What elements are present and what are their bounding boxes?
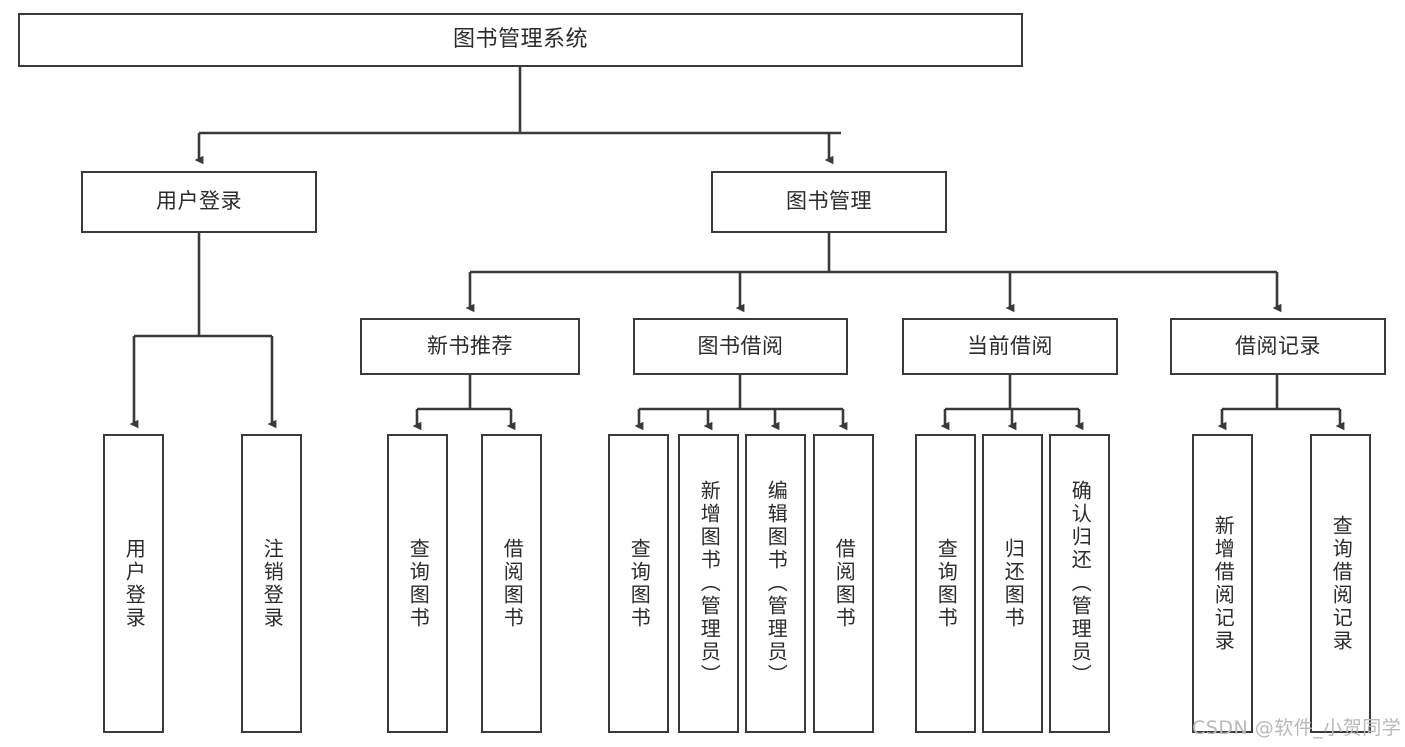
leaf-current-borrow-confirm-return[interactable]: 确认归还（管理员） (1049, 434, 1110, 733)
node-label: 用户登录 (122, 537, 147, 630)
leaf-user-login-login[interactable]: 用户登录 (103, 434, 164, 733)
node-book-borrow[interactable]: 图书借阅 (633, 318, 848, 375)
node-new-book-recommend[interactable]: 新书推荐 (360, 318, 580, 375)
node-label: 图书借阅 (697, 333, 784, 358)
leaf-new-book-borrow-book[interactable]: 借阅图书 (481, 434, 542, 733)
leaf-user-login-logout[interactable]: 注销登录 (241, 434, 302, 733)
node-label: 查询图书 (627, 537, 652, 630)
watermark-csdn: CSDN @软件_小贺同学 (1192, 717, 1402, 739)
node-label: 用户登录 (156, 189, 242, 214)
leaf-book-borrow-borrow-book[interactable]: 借阅图书 (813, 434, 874, 733)
node-label: 借阅图书 (500, 537, 525, 630)
leaf-book-borrow-add-book[interactable]: 新增图书（管理员） (678, 434, 739, 733)
node-borrow-record[interactable]: 借阅记录 (1170, 318, 1386, 375)
node-label: 图书管理 (786, 189, 872, 214)
node-label: 归还图书 (1001, 537, 1026, 630)
node-label: 新书推荐 (427, 333, 513, 358)
node-label: 图书管理系统 (452, 26, 588, 52)
node-root-system[interactable]: 图书管理系统 (18, 13, 1023, 67)
node-book-management[interactable]: 图书管理 (711, 171, 947, 233)
node-label: 注销登录 (260, 537, 285, 630)
node-label: 确认归还（管理员） (1068, 480, 1093, 687)
leaf-current-borrow-query-book[interactable]: 查询图书 (915, 434, 976, 733)
leaf-new-book-query-book[interactable]: 查询图书 (387, 434, 448, 733)
leaf-borrow-record-add-record[interactable]: 新增借阅记录 (1192, 434, 1253, 733)
node-label: 查询图书 (406, 537, 431, 630)
node-label: 查询借阅记录 (1329, 514, 1354, 653)
node-current-borrow[interactable]: 当前借阅 (902, 318, 1118, 375)
node-user-login[interactable]: 用户登录 (81, 171, 317, 233)
node-label: 新增图书（管理员） (697, 480, 722, 687)
leaf-book-borrow-edit-book[interactable]: 编辑图书（管理员） (745, 434, 806, 733)
node-label: 借阅记录 (1235, 333, 1321, 358)
leaf-borrow-record-query-record[interactable]: 查询借阅记录 (1310, 434, 1371, 733)
node-label: 借阅图书 (832, 537, 857, 630)
node-label: 查询图书 (934, 537, 959, 630)
leaf-book-borrow-query-book[interactable]: 查询图书 (608, 434, 669, 733)
leaf-current-borrow-return-book[interactable]: 归还图书 (982, 434, 1043, 733)
node-label: 编辑图书（管理员） (764, 480, 789, 687)
node-label: 新增借阅记录 (1211, 514, 1236, 653)
node-label: 当前借阅 (967, 333, 1053, 358)
